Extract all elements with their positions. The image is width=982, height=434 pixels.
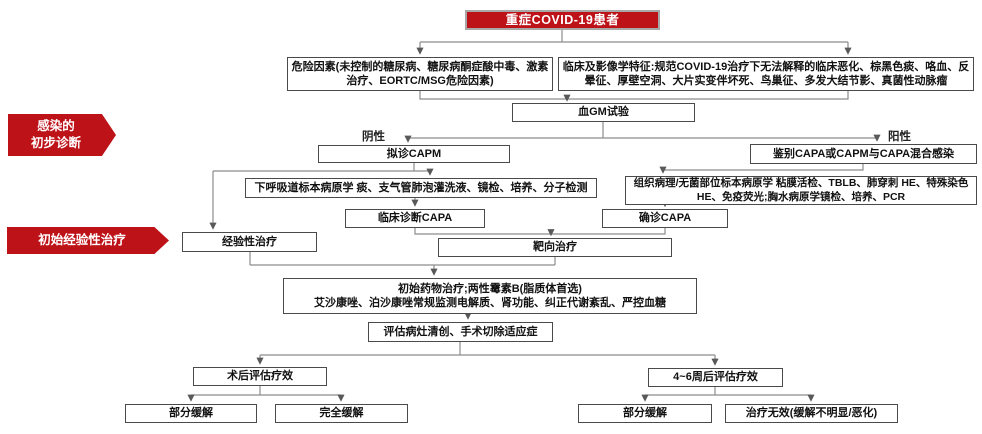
node-confirmed-capa: 确诊CAPA xyxy=(602,209,728,228)
node-partial-remission-left: 部分缓解 xyxy=(125,404,257,423)
initial-drug-line2: 艾沙康唑、泊沙康唑常规监测电解质、肾功能、纠正代谢紊乱、严控血糖 xyxy=(314,297,666,309)
node-targeted-treatment: 靶向治疗 xyxy=(438,238,672,257)
node-blood-gm-test: 血GM试验 xyxy=(512,103,695,122)
node-4-6-weeks-evaluation: 4~6周后评估疗效 xyxy=(648,368,783,387)
node-presumed-capm: 拟诊CAPM xyxy=(318,145,510,163)
node-evaluate-surgery-indication: 评估病灶清创、手术切除适应症 xyxy=(368,322,553,342)
branch-label-negative: 阴性 xyxy=(362,131,385,143)
node-initial-drug-treatment: 初始药物治疗;两性霉素B(脂质体首选) 艾沙康唑、泊沙康唑常规监测电解质、肾功能… xyxy=(283,278,697,314)
node-risk-factors: 危险因素(未控制的糖尿病、糖尿病酮症酸中毒、激素治疗、EORTC/MSG危险因素… xyxy=(287,57,553,91)
node-lower-respiratory-specimen: 下呼吸道标本病原学 痰、支气管肺泡灌洗液、镜检、培养、分子检测 xyxy=(245,178,597,198)
node-complete-remission: 完全缓解 xyxy=(275,404,408,423)
stage-label-line1: 感染的 xyxy=(37,119,75,134)
node-postop-evaluation: 术后评估疗效 xyxy=(193,367,327,386)
stage-label-infection-diagnosis: 感染的 初步诊断 xyxy=(8,114,116,156)
initial-drug-line1: 初始药物治疗;两性霉素B(脂质体首选) xyxy=(398,282,582,295)
node-clinical-diagnosis-capa: 临床诊断CAPA xyxy=(345,209,485,228)
stage-label-line2: 初步诊断 xyxy=(30,136,81,150)
node-empirical-treatment: 经验性治疗 xyxy=(182,232,317,252)
node-histopathology-specimen: 组织病理/无菌部位标本病原学 粘膜活检、TBLB、肺穿刺 HE、特殊染色HE、免… xyxy=(625,176,977,205)
branch-label-positive: 阳性 xyxy=(888,131,911,143)
node-partial-remission-right: 部分缓解 xyxy=(578,404,712,423)
node-severe-covid-patient: 重症COVID-19患者 xyxy=(465,10,660,30)
node-treatment-ineffective: 治疗无效(缓解不明显/恶化) xyxy=(725,404,898,423)
stage-label-initial-empirical-treatment: 初始经验性治疗 xyxy=(7,227,169,254)
node-differentiate-capa-capm: 鉴别CAPA或CAPM与CAPA混合感染 xyxy=(750,144,977,164)
node-clinical-imaging-features: 临床及影像学特征:规范COVID-19治疗下无法解释的临床恶化、棕黑色痰、咯血、… xyxy=(558,57,974,91)
